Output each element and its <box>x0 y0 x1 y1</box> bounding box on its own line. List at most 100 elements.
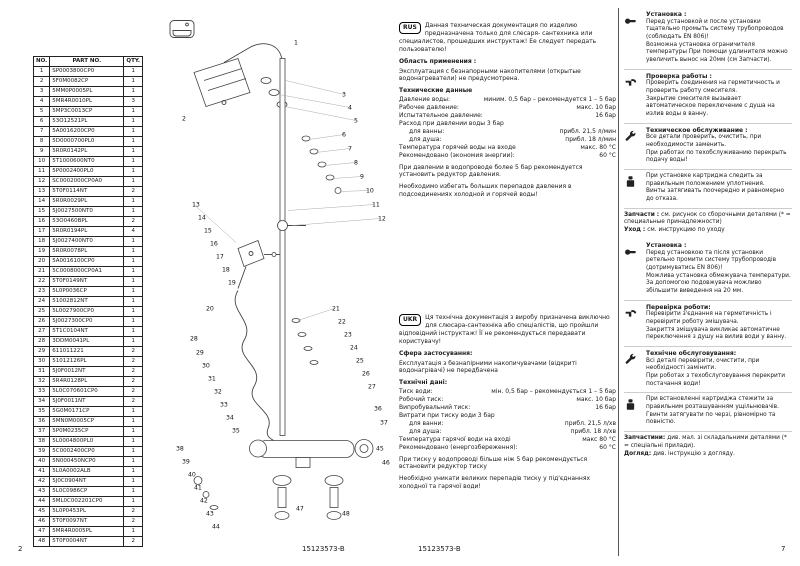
section-text: Запчастини: див. мал. зі складальними де… <box>624 434 787 449</box>
part-qty-cell: 1 <box>123 406 143 417</box>
part-index-cell: 20 <box>32 256 51 267</box>
part-index-cell: 31 <box>32 366 51 377</box>
part-number-cell: 5J0C0904NT <box>49 476 125 487</box>
part-number-cell: 611011221 <box>49 346 125 357</box>
part-index-cell: 23 <box>32 286 51 297</box>
section-text: Догляд: див. інструкцію з догляду. <box>624 450 735 457</box>
diagram-callout: 2 <box>182 116 186 123</box>
wrench-icon <box>624 127 644 165</box>
tech-label: Температура горячей воды на входе <box>399 143 516 151</box>
part-number-cell: 5MN0M0005CP <box>49 416 125 427</box>
part-number-cell: 5L0P0036CP <box>49 286 125 297</box>
section-text: Перед установкой и после установки тщате… <box>646 18 788 63</box>
part-number-cell: 5A0016200CP0 <box>49 126 125 137</box>
tech-data-row: Рекомендовано (экономия энергии):60 °C <box>399 152 616 160</box>
part-number-cell: 5P0002400PL0 <box>49 166 125 177</box>
tech-data-row: Испытательное давление:16 бар <box>399 112 616 120</box>
part-number-cell: 5L0P0453PL <box>49 506 125 517</box>
part-number-cell: 5L0A0002ALB <box>49 466 125 477</box>
ukr-lang-badge: UKR <box>399 314 422 326</box>
tech-value: макс. 10 бар <box>576 104 616 112</box>
part-qty-cell: 2 <box>123 216 143 227</box>
part-number-cell: 5J0F0012NT <box>49 366 125 377</box>
part-index-cell: 4 <box>32 96 51 107</box>
diagram-callout: 3 <box>342 92 346 99</box>
part-number-cell: 51012126PL <box>49 356 125 367</box>
part-number-cell: 3DDM0041PL <box>49 336 125 347</box>
diagram-callout: 33 <box>220 402 228 409</box>
tech-value: макс. 80 °C <box>580 143 616 151</box>
tech-label: Рабочее давление: <box>399 104 459 112</box>
bath-icon <box>169 20 195 38</box>
tech-value: миним. 0,5 бар – рекомендуется 1 – 5 бар <box>483 96 616 104</box>
tech-value: прибл. 18 л/мин <box>565 135 616 143</box>
diagram-callout: 26 <box>362 371 370 378</box>
faucet-icon <box>624 304 644 342</box>
part-index-cell: 32 <box>32 376 51 387</box>
tech-data-row: Давление воды:миним. 0,5 бар – рекоменду… <box>399 96 616 104</box>
tech-data-row: для душа:прибл. 18 л/мин <box>399 136 616 144</box>
tech-value: прибл. 21,5 л/хв <box>564 419 616 427</box>
diagram-callout: 12 <box>378 216 386 223</box>
part-qty-cell: 1 <box>123 266 143 277</box>
tech-value: прибл. 18 л/хв <box>570 427 616 435</box>
part-number-cell: 5A0016100CP0 <box>49 256 125 267</box>
part-qty-cell: 1 <box>123 246 143 257</box>
part-number-cell: 5ML0C002201CP0 <box>49 496 125 507</box>
rus-tech-table: Давление воды:миним. 0,5 бар – рекоменду… <box>399 96 616 159</box>
part-qty-cell: 1 <box>123 326 143 337</box>
part-index-cell: 46 <box>32 516 51 527</box>
part-number-cell: 5L0C070601CP0 <box>49 386 125 397</box>
part-number-cell: 5MR4R0010PL <box>49 96 125 107</box>
part-index-cell: 3 <box>32 86 51 97</box>
part-qty-cell: 1 <box>123 156 143 167</box>
part-qty-cell: 1 <box>123 286 143 297</box>
tech-label: Випробувальний тиск: <box>399 404 471 412</box>
part-number-cell: 5C0002400CP0 <box>49 446 125 457</box>
part-qty-cell: 1 <box>123 296 143 307</box>
col-header-no: NO. <box>32 56 51 67</box>
part-qty-cell: 2 <box>123 366 143 377</box>
part-number-cell: 5T0F0097NT <box>49 516 125 527</box>
riser-pipe <box>279 58 286 436</box>
section-text: При установке картриджа следить за прави… <box>646 173 785 202</box>
part-index-cell: 33 <box>32 386 51 397</box>
diagram-callout: 8 <box>354 160 358 167</box>
diagram-callout: 21 <box>332 306 340 313</box>
part-qty-cell: 1 <box>123 256 143 267</box>
tech-data-row: Рабочее давление: макс. 10 бар <box>399 104 616 112</box>
part-qty-cell: 1 <box>123 426 143 437</box>
part-number-cell: 5MR4R0005PL <box>49 526 125 537</box>
part-qty-cell: 1 <box>123 276 143 287</box>
part-number-cell: 5F0M0082CP <box>49 76 125 87</box>
part-index-cell: 28 <box>32 336 51 347</box>
diagram-callout: 14 <box>198 215 206 222</box>
part-number-cell: 5R0R0029PL <box>49 196 125 207</box>
part-number-cell: 5L0C0986CP <box>49 486 125 497</box>
section-text: Перевірити з'єднання на герметичність і … <box>646 311 787 341</box>
col-header-qty: QTY. <box>123 56 143 67</box>
callout-leader-lines <box>193 80 381 321</box>
part-qty-cell: 1 <box>123 76 143 87</box>
part-qty-cell: 1 <box>123 446 143 457</box>
rus-note-difference: Необходимо избегать больших перепадов да… <box>399 183 572 199</box>
tech-value: 60 °C <box>599 443 616 451</box>
wall-bracket <box>277 220 288 231</box>
